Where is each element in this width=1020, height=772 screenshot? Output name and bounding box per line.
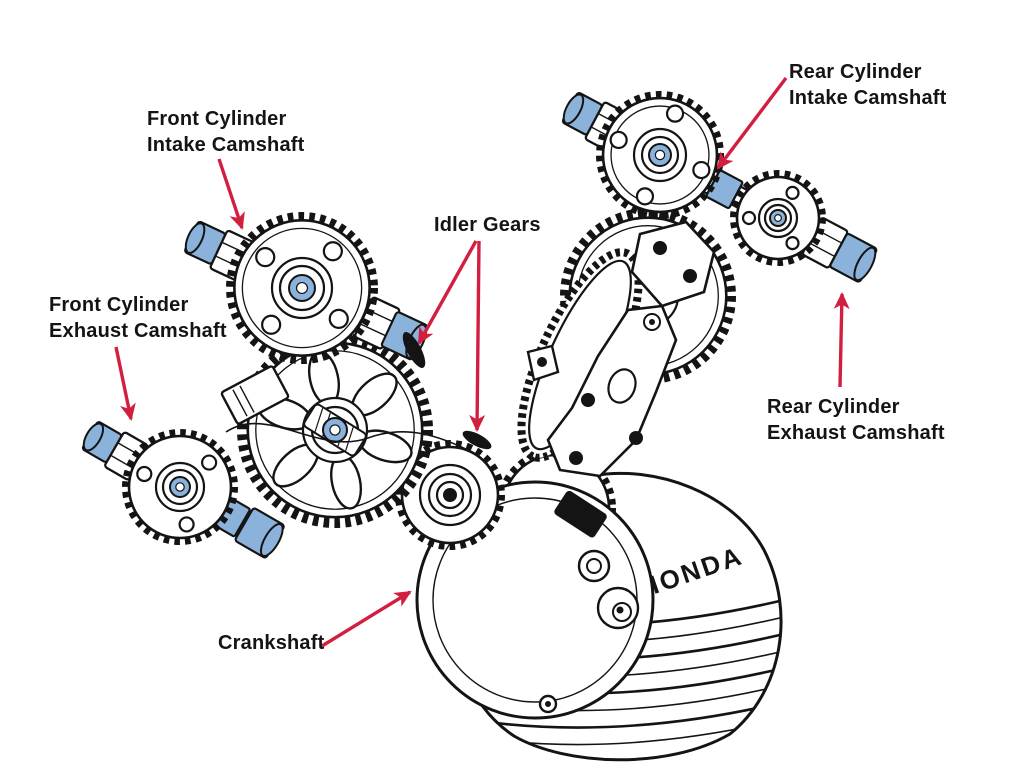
annotation-arrow-rear_exhaust — [833, 292, 850, 388]
annotation-arrow-idler_gears — [417, 240, 478, 345]
idler-gear-large — [236, 331, 434, 529]
annotation-arrow-idler_gears — [469, 240, 486, 432]
idler-gear-small — [395, 440, 505, 550]
annotation-arrow-rear_intake — [716, 76, 788, 170]
annotation-arrow-crankshaft — [321, 590, 412, 648]
label-rear_intake: Rear Cylinder Intake Camshaft — [789, 61, 947, 109]
mounting-bracket — [526, 220, 716, 478]
annotation-arrow-front_intake — [217, 158, 245, 230]
cable-line — [225, 422, 473, 453]
label-crankshaft: Crankshaft — [218, 632, 325, 654]
label-rear_exhaust: Rear Cylinder Exhaust Camshaft — [767, 396, 945, 444]
annotation-arrow-front_exhaust — [114, 346, 136, 421]
front-intake-cam-gear — [226, 212, 378, 364]
front-exhaust-cam-gear — [122, 429, 238, 545]
label-front_exhaust: Front Cylinder Exhaust Camshaft — [49, 294, 227, 342]
cam-bearing-block — [220, 365, 290, 425]
label-front_intake: Front Cylinder Intake Camshaft — [147, 108, 305, 156]
rear-exhaust-cam-gear — [730, 170, 826, 266]
gear-mesh-shadows — [225, 332, 492, 453]
crank-spline — [554, 490, 607, 538]
annotation-arrows — [114, 76, 850, 648]
label-idler_gears: Idler Gears — [434, 214, 541, 236]
